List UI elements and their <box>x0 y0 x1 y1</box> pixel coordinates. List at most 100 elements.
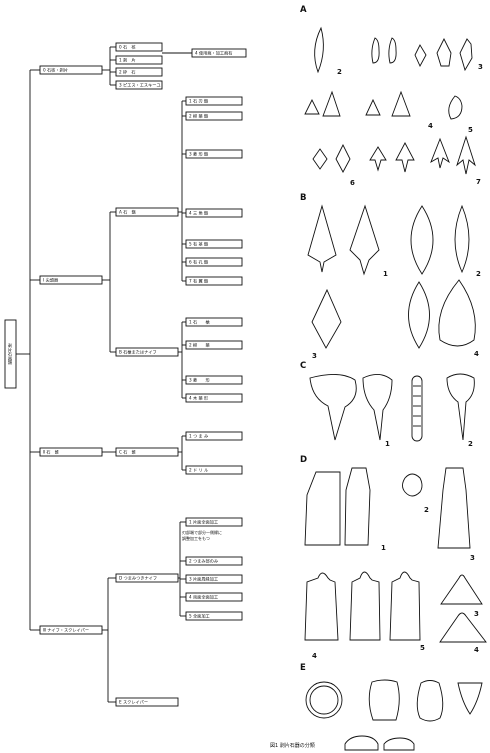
group-a-item-3 <box>185 208 243 218</box>
spearhead-b3 <box>410 205 434 275</box>
section-c-num-1: 2 <box>468 440 473 448</box>
spearhead-b5 <box>311 288 342 349</box>
section-b-label: B <box>300 193 306 203</box>
group-a-item-0-label: 1 石 刃 鏃 <box>189 98 209 105</box>
group-c-item-0-label: 1 つ ま み <box>189 434 208 440</box>
group-b-item-1-label: 2 柳 葉 <box>189 342 211 349</box>
drill-c2 <box>446 373 475 441</box>
branch-0-child-3 <box>115 80 163 90</box>
arrowhead-a7 <box>304 98 320 115</box>
section-a-num-0: 2 <box>337 68 342 76</box>
knife-d1b <box>344 467 371 546</box>
arrowhead-a10 <box>391 90 411 117</box>
group-d-item-2-label: 3 片面周縁加工 <box>189 576 218 583</box>
knife-d1a <box>304 471 341 546</box>
group-d-item-2 <box>185 574 243 584</box>
section-b-num-2: 3 <box>312 352 317 360</box>
arrowhead-a9 <box>365 98 381 116</box>
drill-c1a <box>309 374 357 441</box>
group-a-item-0 <box>185 96 243 106</box>
branch-2-label: Ⅱ 石 錐 <box>43 449 59 456</box>
group-a-item-3-label: 4 三 角 鏃 <box>189 210 209 217</box>
group-d-item-3-label: 4 両面全面加工 <box>189 594 218 601</box>
section-b-num-1: 2 <box>476 270 481 278</box>
section-d-num-0: 1 <box>381 544 386 552</box>
arrowhead-a4 <box>414 44 427 68</box>
section-d-num-4: 5 <box>420 644 425 652</box>
section-d-num-2: 3 <box>470 554 475 562</box>
group-c-item-1 <box>185 465 243 475</box>
branch-0-child-3-label: 3 ピエス・エスキーユ <box>119 83 161 88</box>
section-a-num-1: 3 <box>478 63 483 71</box>
branch-3-label: Ⅲ ナイフ・スクレイパー <box>43 628 89 634</box>
scraper-e1 <box>305 681 343 719</box>
arrowhead-a17 <box>456 135 476 175</box>
group-a-item-2-label: 3 菱 形 鏃 <box>189 151 209 158</box>
drill-c1b <box>362 374 393 441</box>
group-d-item-3 <box>185 592 243 602</box>
group-b-item-3 <box>185 393 243 403</box>
group-b-item-1 <box>185 340 243 350</box>
group-b-item-2 <box>185 375 243 385</box>
knife-d6 <box>440 574 483 605</box>
group-b-item-0 <box>185 317 243 327</box>
group-a-item-4-label: 5 有 茎 鏃 <box>189 241 209 248</box>
group-a-item-1-label: 2 柳 葉 鏃 <box>189 113 209 120</box>
section-d-num-5: 3 <box>474 610 479 618</box>
section-a-num-2: 4 <box>428 122 433 130</box>
knife-d7 <box>439 612 487 643</box>
figure-caption: 図1 剥片石器の分類 <box>270 742 315 749</box>
knife-d5 <box>389 571 421 641</box>
group-b-item-0-label: 1 石 槍 <box>189 319 211 326</box>
section-a-label: A <box>300 5 307 15</box>
group-d-item-1-label: 2 つまみ部のみ <box>189 558 218 565</box>
arrowhead-a16 <box>430 137 450 169</box>
spearhead-b6 <box>408 281 430 349</box>
group-c-label: C 石 錐 <box>119 449 136 456</box>
section-d-num-6: 4 <box>474 646 479 654</box>
arrowhead-a3 <box>388 37 397 64</box>
section-a-num-3: 5 <box>468 126 473 134</box>
group-a-item-1 <box>185 111 243 121</box>
scraper-e4 <box>457 682 483 715</box>
arrowhead-a5 <box>436 37 452 67</box>
branch-0-child-1 <box>115 55 163 65</box>
group-e-label: E スクレイパー <box>119 700 148 706</box>
branch-0-child-2 <box>115 67 163 77</box>
arrowhead-a2 <box>371 37 380 64</box>
spearhead-b2 <box>349 204 380 276</box>
group-a-item-6-label: 7 有 翼 鏃 <box>189 278 209 285</box>
branch-0-child-0-label: 0 石 核 <box>119 44 136 51</box>
scraper-e2 <box>368 679 400 721</box>
arrowhead-a15 <box>395 142 415 173</box>
spearhead-b1 <box>307 204 337 273</box>
group-d-label: D つまみつきナイフ <box>119 576 157 582</box>
group-d-note-line-2: 調整加工をもつ <box>182 535 210 541</box>
group-b-item-2-label: 3 菱 形 <box>189 377 211 384</box>
section-b-num-3: 4 <box>474 350 479 358</box>
branch-0-leaf-label: 4 使用痕・加工痕有 <box>195 50 233 57</box>
arrowhead-a13 <box>335 143 351 173</box>
drill-c1c <box>411 375 423 442</box>
arrowhead-a12 <box>312 148 328 170</box>
group-d-item-4 <box>185 611 243 621</box>
branch-0-leaf <box>191 48 247 58</box>
section-d-num-3: 4 <box>312 652 317 660</box>
group-a-item-5 <box>185 257 243 267</box>
knife-d2 <box>402 473 423 497</box>
branch-1-label: Ⅰ 尖頭器 <box>43 277 59 284</box>
branch-0-label: 0 石核・剥片 <box>43 67 68 74</box>
classification-tree: 剥片石器類 0 石核・剥片 0 石 核 1 剥 片 2 砕 石 3 ピエス・エス… <box>4 42 247 707</box>
group-d-item-0-label: 1 片面全面加工 <box>189 519 218 526</box>
knife-d3 <box>437 467 471 549</box>
section-a-num-4: 6 <box>350 179 355 187</box>
scraper-e5 <box>344 735 379 751</box>
section-a-num-5: 7 <box>476 178 481 186</box>
group-e-box <box>115 697 179 707</box>
section-c-num-0: 1 <box>385 440 390 448</box>
group-d-item-0 <box>185 517 243 527</box>
group-d-note-line-1: 刃部端で部分一側縁に <box>182 529 222 535</box>
branch-0-child-2-label: 2 砕 石 <box>119 69 136 76</box>
spearhead-b7 <box>438 279 476 347</box>
